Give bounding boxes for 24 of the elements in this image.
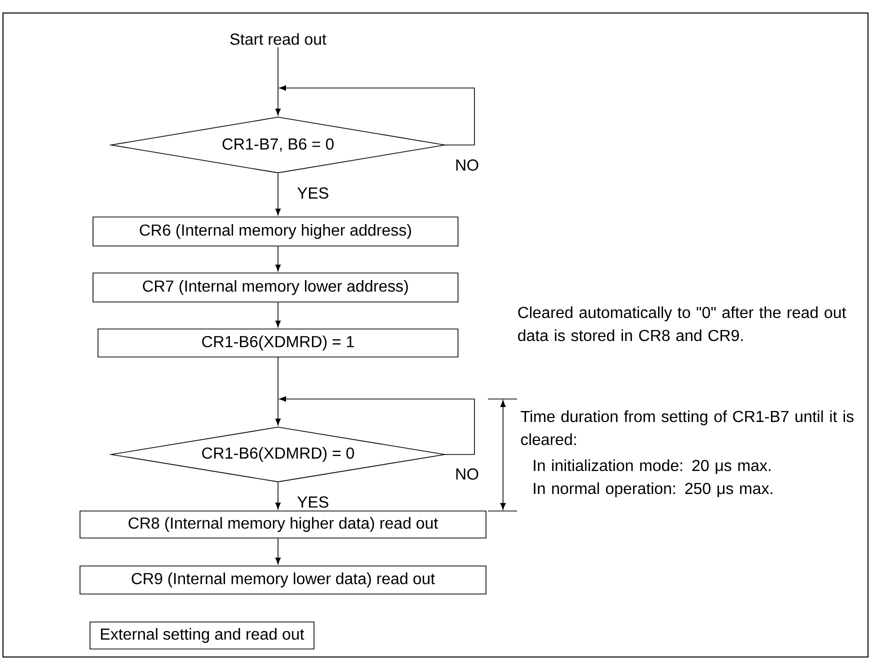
note-text: In normal operation: 250 μs max. — [534, 482, 772, 498]
legend-box: External setting and read out — [90, 622, 314, 650]
process-box: CR1-B6(XDMRD) = 1 — [98, 328, 458, 358]
note-text: In initialization mode: 20 μs max. — [534, 459, 770, 474]
edge-label: YES — [296, 186, 330, 200]
arrow — [279, 396, 475, 455]
arrow — [275, 538, 281, 564]
arrow — [275, 246, 281, 272]
process-box: CR7 (Internal memory lower address) — [92, 272, 458, 302]
arrow — [279, 85, 475, 146]
note-text: Cleared automatically to "0" after the read out data is stored in CR8 and CR9. — [518, 306, 846, 342]
note-text: Time duration from setting of CR1-B7 until it is cleared: — [520, 410, 854, 446]
arrow — [275, 357, 281, 426]
edge-label: YES — [296, 495, 330, 509]
start-label: Start read out — [230, 33, 326, 45]
process-box: CR6 (Internal memory higher address) — [92, 216, 458, 246]
arrow — [275, 46, 281, 116]
process-box: CR9 (Internal memory lower data) read out — [80, 566, 486, 594]
edge-label: NO — [454, 158, 480, 172]
arrow — [275, 172, 281, 216]
process-box: CR8 (Internal memory higher data) read out — [80, 510, 486, 538]
arrow — [275, 482, 281, 510]
edge-label: NO — [454, 467, 480, 481]
arrow — [275, 302, 281, 328]
